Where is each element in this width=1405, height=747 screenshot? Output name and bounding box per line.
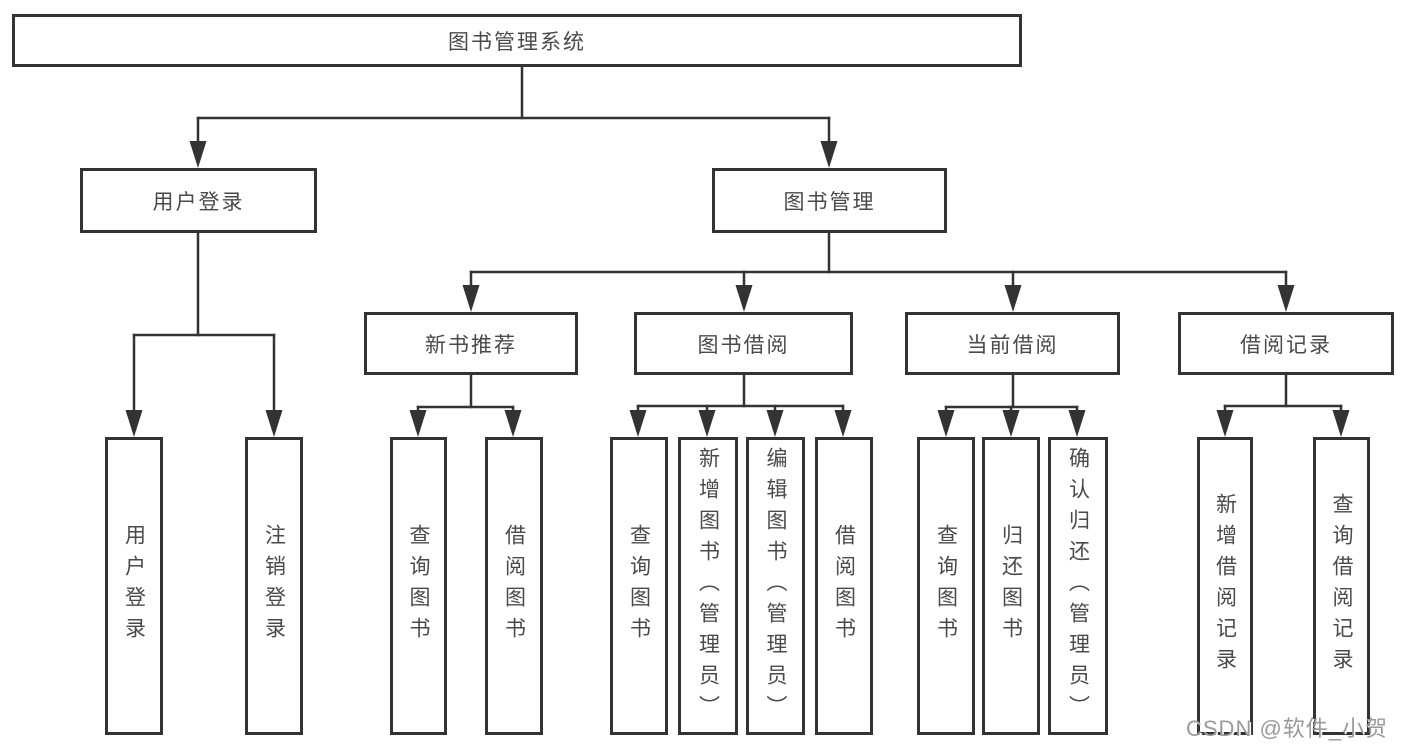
node-borrowing-records: 借阅记录 [1178,312,1394,375]
leaf-query-borrow-record: 查询借阅记录 [1313,437,1370,735]
leaf-return-books: 归还图书 [982,437,1040,735]
node-book-borrowing: 图书借阅 [634,312,853,375]
leaf-user-login: 用户登录 [105,437,163,735]
leaf-query-books-borrowing: 查询图书 [610,437,668,735]
leaf-add-borrow-record: 新增借阅记录 [1197,437,1253,735]
leaf-query-books-recommend: 查询图书 [390,437,447,735]
leaf-query-books-current: 查询图书 [917,437,975,735]
csdn-watermark: CSDN @软件_小贺同学 [1186,716,1389,741]
node-user-login: 用户登录 [80,168,317,233]
node-book-management: 图书管理 [712,168,947,233]
leaf-borrow-books-borrowing: 借阅图书 [815,437,873,735]
leaf-edit-books-admin: 编辑图书（管理员） [746,437,805,735]
leaf-logout: 注销登录 [245,437,303,735]
leaf-add-books-admin: 新增图书（管理员） [678,437,738,735]
node-current-borrowing: 当前借阅 [905,312,1120,375]
leaf-confirm-return-admin: 确认归还（管理员） [1048,437,1108,735]
node-new-book-recommendation: 新书推荐 [364,312,578,375]
node-library-management-system: 图书管理系统 [12,14,1022,67]
leaf-borrow-books-recommend: 借阅图书 [485,437,543,735]
